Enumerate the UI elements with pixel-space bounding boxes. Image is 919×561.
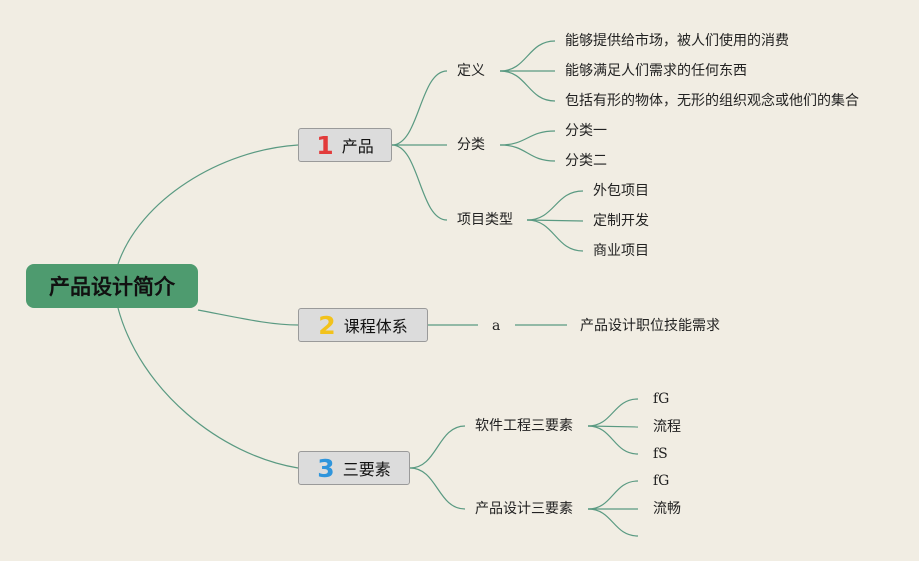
connector — [587, 398, 639, 427]
connector — [526, 219, 584, 252]
connector — [587, 425, 639, 455]
connector-root-product — [117, 144, 299, 265]
topic-label: 三要素 — [342, 460, 391, 479]
connector — [391, 70, 448, 146]
leaf-item[interactable]: fG — [653, 473, 670, 489]
topic-three-elements[interactable]: 3 三要素 — [298, 451, 410, 485]
topic-label: 课程体系 — [343, 317, 408, 336]
number-1-icon: 1 — [316, 130, 334, 160]
leaf-item[interactable]: 分类一 — [565, 123, 607, 139]
leaf-item[interactable]: 流程 — [653, 419, 681, 435]
leaf-item[interactable]: fS — [653, 446, 668, 462]
connector — [526, 219, 584, 222]
connector — [499, 144, 556, 162]
connector-root-three — [117, 307, 299, 469]
leaf-item[interactable]: 定制开发 — [593, 213, 649, 229]
topic-label: 产品 — [341, 137, 374, 156]
root-label: 产品设计简介 — [49, 275, 175, 299]
connector — [409, 467, 466, 510]
leaf-item[interactable]: fG — [653, 391, 670, 407]
subtopic-category[interactable]: 分类 — [457, 137, 485, 153]
root-node[interactable]: 产品设计简介 — [26, 264, 198, 308]
number-2-icon: 2 — [318, 310, 336, 340]
connector — [587, 425, 639, 428]
connector-root-curriculum — [197, 309, 299, 326]
connector — [499, 40, 556, 72]
connector — [391, 144, 448, 221]
subtopic-software-three[interactable]: 软件工程三要素 — [475, 418, 573, 434]
topic-curriculum[interactable]: 2 课程体系 — [298, 308, 428, 342]
connector — [587, 480, 639, 510]
leaf-item[interactable]: 分类二 — [565, 153, 607, 169]
leaf-item[interactable]: 包括有形的物体，无形的组织观念或他们的集合 — [565, 93, 859, 109]
connector — [409, 425, 466, 469]
leaf-item[interactable]: 产品设计职位技能需求 — [580, 318, 720, 334]
subtopic-a[interactable]: a — [492, 318, 501, 334]
connector — [526, 190, 584, 221]
leaf-item[interactable]: 流畅 — [653, 501, 681, 517]
subtopic-project-types[interactable]: 项目类型 — [457, 212, 513, 228]
connector — [499, 70, 556, 102]
leaf-item[interactable]: 商业项目 — [593, 243, 649, 259]
connector — [499, 130, 556, 146]
connector — [587, 508, 639, 537]
subtopic-definition[interactable]: 定义 — [457, 63, 485, 79]
number-3-icon: 3 — [317, 453, 335, 483]
subtopic-design-three[interactable]: 产品设计三要素 — [475, 501, 573, 517]
leaf-item[interactable]: 能够提供给市场，被人们使用的消费 — [565, 33, 789, 49]
leaf-item[interactable]: 能够满足人们需求的任何东西 — [565, 63, 747, 79]
leaf-item[interactable]: 外包项目 — [593, 183, 649, 199]
topic-product[interactable]: 1 产品 — [298, 128, 392, 162]
